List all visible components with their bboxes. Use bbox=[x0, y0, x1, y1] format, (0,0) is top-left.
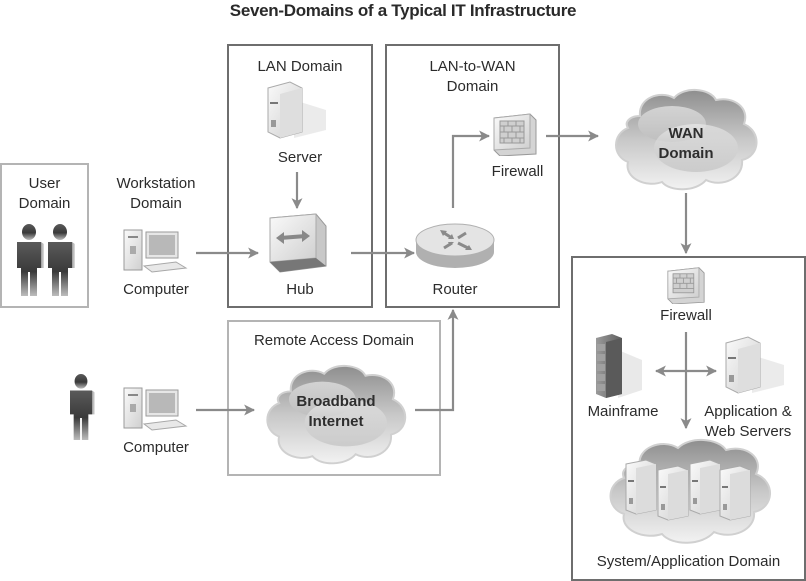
arrow-broadband-to-router bbox=[415, 308, 459, 412]
router-icon bbox=[415, 223, 495, 268]
system-application-domain-label: System/Application Domain bbox=[596, 553, 781, 570]
mainframe-label: Mainframe bbox=[587, 403, 659, 420]
broadband-internet-label: Broadband Internet bbox=[296, 393, 376, 430]
remote-computer-label: Computer bbox=[123, 439, 189, 456]
wan-cloud-icon bbox=[615, 89, 758, 191]
wan-domain-label: WAN Domain bbox=[658, 125, 714, 162]
server-cluster bbox=[625, 459, 751, 521]
remote-access-domain-label: Remote Access Domain bbox=[253, 332, 415, 349]
hub-label: Hub bbox=[286, 281, 314, 298]
application-server-icon bbox=[725, 336, 784, 394]
desktop-computer-icon bbox=[123, 387, 188, 431]
lan-domain-label: LAN Domain bbox=[257, 58, 343, 75]
system-application-domain-box bbox=[571, 256, 806, 581]
server-cluster-cloud-icon bbox=[609, 439, 771, 544]
user-domain-label: User Domain bbox=[18, 175, 71, 212]
lan-domain-box bbox=[227, 44, 373, 308]
diagram-title: Seven-Domains of a Typical IT Infrastruc… bbox=[229, 1, 577, 20]
hub-icon bbox=[269, 213, 327, 273]
system-firewall-label: Firewall bbox=[660, 307, 712, 324]
lan-to-wan-domain-label: LAN-to-WAN Domain bbox=[429, 58, 516, 95]
workstation-domain-label: Workstation Domain bbox=[116, 175, 196, 212]
broadband-cloud-icon bbox=[266, 364, 407, 465]
lan-to-wan-domain-box bbox=[385, 44, 560, 308]
remote-access-domain-box bbox=[227, 320, 441, 476]
mainframe-icon bbox=[596, 334, 642, 398]
person-icon bbox=[48, 224, 75, 296]
arrow-router-to-firewall bbox=[451, 130, 491, 208]
desktop-computer-icon bbox=[123, 229, 188, 273]
lan-to-wan-firewall-label: Firewall bbox=[491, 163, 544, 180]
person-icon bbox=[17, 224, 44, 296]
person-icon bbox=[70, 374, 95, 440]
user-domain-box bbox=[0, 163, 89, 308]
router-label: Router bbox=[432, 281, 478, 298]
server-icon bbox=[267, 81, 326, 139]
workstation-computer-label: Computer bbox=[123, 281, 189, 298]
firewall-icon bbox=[667, 267, 705, 304]
server-label: Server bbox=[277, 149, 323, 166]
app-web-servers-label: Application & Web Servers bbox=[704, 403, 792, 440]
firewall-icon bbox=[493, 113, 537, 156]
